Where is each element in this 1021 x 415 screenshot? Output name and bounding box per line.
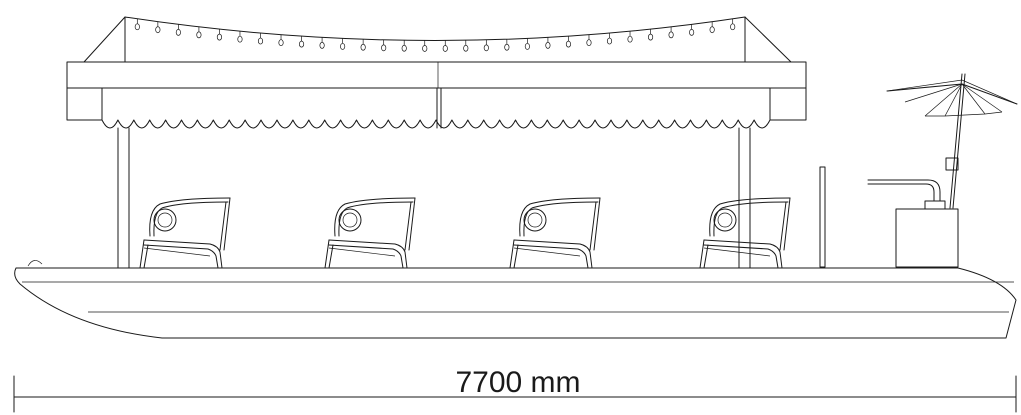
rear-pole [819,166,826,268]
helm-console [867,179,959,268]
chair [324,197,416,269]
light-bulb-icon [442,45,448,52]
dimension-label: 7700 mm [455,366,580,399]
light-bulb-icon [257,37,264,45]
light-bulb-icon [319,42,325,49]
canopy [66,16,807,269]
light-bulb-icon [709,26,715,34]
light-bulb-icon [175,29,181,36]
light-bulb-icon [689,29,695,36]
canopy-posts [117,87,751,269]
light-bulb-icon [155,26,161,34]
light-bulb-icon [565,40,571,48]
string-lights [134,18,736,52]
boat-seats [139,197,791,269]
light-bulb-icon [237,35,243,43]
light-bulb-icon [606,37,613,45]
light-bulb-icon [504,43,510,51]
light-bulb-icon [196,31,202,39]
light-bulb-icon [463,44,469,52]
light-bulb-icon [648,33,654,41]
light-bulb-icon [730,23,736,31]
sun-umbrella [886,73,1018,209]
boat-hull [14,260,1017,339]
chair [139,197,231,269]
light-bulb-icon [299,40,305,48]
light-bulb-icon [360,43,366,51]
dimension-line: 7700 mm [13,366,1017,413]
chair [509,197,601,269]
light-bulb-icon [134,23,140,31]
light-bulb-icon [401,44,407,52]
light-bulb-icon [422,45,428,52]
light-bulb-icon [340,43,346,50]
light-bulb-icon [545,42,551,49]
light-bulb-icon [524,43,530,50]
light-bulb-icon [586,39,592,47]
light-bulb-icon [668,31,674,39]
light-bulb-icon [381,44,387,52]
light-bulb-icon [483,44,489,52]
light-bulb-icon [278,39,284,47]
chair [699,197,791,269]
light-bulb-icon [216,33,222,41]
light-bulb-icon [627,35,633,43]
